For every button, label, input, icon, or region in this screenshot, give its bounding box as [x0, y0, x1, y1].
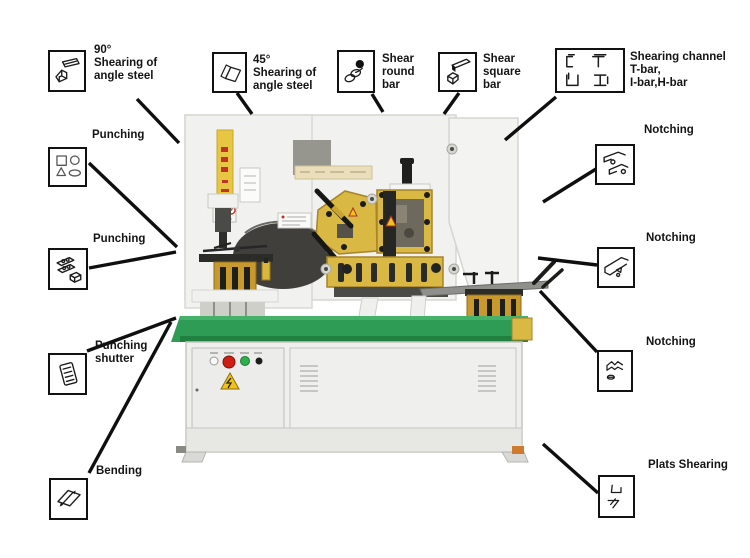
- callout-box-notching-2: [597, 247, 635, 288]
- callout-lines: [86, 92, 600, 495]
- callout-box-bending: [49, 478, 88, 520]
- control-panel: [209, 352, 263, 369]
- machine-foot-left: [181, 451, 207, 463]
- white-button[interactable]: [209, 356, 219, 366]
- callout-box-plats-shearing: [598, 475, 635, 518]
- callout-line-punching-2: [88, 250, 177, 270]
- callout-box-notching-1: [595, 144, 635, 185]
- notch-angle-icon: [603, 256, 629, 278]
- notch-channel-icon: [602, 151, 628, 175]
- callout-label-notching-1: Notching: [644, 124, 694, 136]
- callout-box-shear-channel: [555, 48, 625, 93]
- callout-box-punching-shutter: [48, 353, 87, 395]
- callout-box-shear-90: [48, 50, 86, 92]
- punch-tool: [219, 232, 227, 248]
- nameplate: [277, 212, 312, 229]
- electric-hazard-sticker: [220, 371, 240, 390]
- punch-shapes-icon: [55, 155, 81, 177]
- callout-line-notching-1: [542, 167, 597, 204]
- callout-label-notching-3: Notching: [646, 336, 696, 348]
- shear-handle: [402, 162, 412, 186]
- callout-box-punching-2: [48, 248, 88, 290]
- callout-box-shear-square: [438, 52, 477, 92]
- notch-profile-icon: [605, 361, 623, 380]
- callout-box-shear-45: [212, 52, 247, 93]
- callout-label-punching-2: Punching: [93, 233, 146, 245]
- emergency-stop-button[interactable]: [222, 355, 236, 369]
- shear-lever-2: [311, 231, 339, 262]
- callout-line-shear-square: [442, 92, 461, 115]
- callout-line-punching-shutter: [86, 316, 177, 353]
- callout-label-punching-shutter: Punching shutter: [95, 340, 148, 365]
- callout-line-bending: [87, 321, 173, 474]
- punch-die-block: [213, 261, 257, 293]
- callout-line-notching-2: [537, 256, 598, 267]
- punched-plates-icon: [55, 256, 81, 283]
- angle-steel-90-icon: [54, 57, 80, 83]
- bending-icon: [56, 489, 81, 507]
- callout-label-shear-square: Shear square bar: [483, 53, 521, 91]
- callout-line-shear-90: [135, 97, 181, 145]
- plate-pieces-icon: [607, 484, 622, 509]
- notch-die-block: [466, 294, 522, 319]
- black-button[interactable]: [255, 357, 263, 365]
- callout-line-shear-45: [235, 92, 254, 115]
- callout-label-punching-1: Punching: [92, 129, 145, 141]
- punch-station: [191, 193, 279, 318]
- round-bar-icon: [343, 59, 364, 83]
- callout-box-shear-round: [337, 50, 375, 93]
- green-work-table: [171, 316, 533, 342]
- callout-label-shear-45: 45° Shearing of angle steel: [253, 54, 317, 92]
- callout-label-shear-channel: Shearing channel T-bar, I-bar,H-bar: [630, 51, 726, 89]
- start-button[interactable]: [240, 356, 250, 366]
- vent-louvers: [300, 365, 496, 392]
- slotted-beam: [326, 256, 444, 288]
- exit-table: [419, 280, 549, 297]
- callout-line-notching-3: [538, 289, 599, 354]
- throat-shadow: [233, 223, 333, 289]
- callout-line-shear-round: [370, 93, 385, 113]
- notching-station: [463, 260, 564, 319]
- square-bar-icon: [446, 58, 471, 85]
- callout-line-shear-channel: [503, 95, 558, 142]
- shutter-icon: [58, 362, 78, 386]
- callout-label-bending: Bending: [96, 465, 142, 477]
- callout-box-notching-3: [597, 350, 633, 392]
- angle-steel-45-icon: [219, 64, 241, 83]
- callout-label-plats-shearing: Plats Shearing: [648, 459, 728, 471]
- base-cabinet: [176, 341, 529, 463]
- callout-line-punching-1: [87, 161, 179, 249]
- callout-label-shear-90: 90° Shearing of angle steel: [94, 44, 158, 82]
- callout-label-shear-round: Shear round bar: [382, 53, 415, 91]
- punch-table-top: [199, 254, 273, 262]
- callout-label-notching-2: Notching: [646, 232, 696, 244]
- callout-line-plats-shearing: [541, 442, 600, 495]
- spec-label: [239, 167, 261, 203]
- body-bolts: [320, 143, 460, 275]
- callout-box-punching-1: [48, 147, 87, 187]
- channel-profiles-icon: [566, 53, 609, 87]
- punch-cylinder: [215, 208, 231, 232]
